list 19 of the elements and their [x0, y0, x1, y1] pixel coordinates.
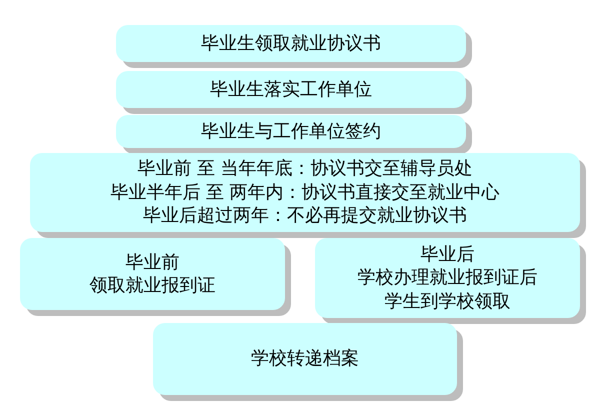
rounded-box [116, 71, 466, 108]
box-text: 毕业后超过两年：不必再提交就业协议书 [143, 204, 467, 228]
box-text: 毕业生与工作单位签约 [201, 120, 381, 144]
rounded-box [116, 115, 466, 148]
box-text: 毕业半年后 至 两年内：协议书直接交至就业中心 [110, 180, 500, 204]
box-text: 毕业前 [126, 250, 180, 274]
rounded-box [30, 153, 580, 232]
rounded-box [153, 323, 457, 395]
box-text: 学校办理就业报到证后 [358, 266, 538, 290]
rounded-box [20, 238, 285, 310]
box-text: 学校转递档案 [251, 347, 359, 371]
box-text: 毕业前 至 当年年底：协议书交至辅导员处 [137, 157, 473, 181]
box-text: 毕业生领取就业协议书 [201, 32, 381, 56]
rounded-box [116, 25, 466, 62]
box-text: 毕业后 [420, 242, 474, 266]
box-text: 学生到学校领取 [384, 290, 510, 314]
box-text: 领取就业报到证 [90, 274, 216, 298]
box-text: 毕业生落实工作单位 [210, 78, 372, 102]
rounded-box [315, 238, 580, 318]
